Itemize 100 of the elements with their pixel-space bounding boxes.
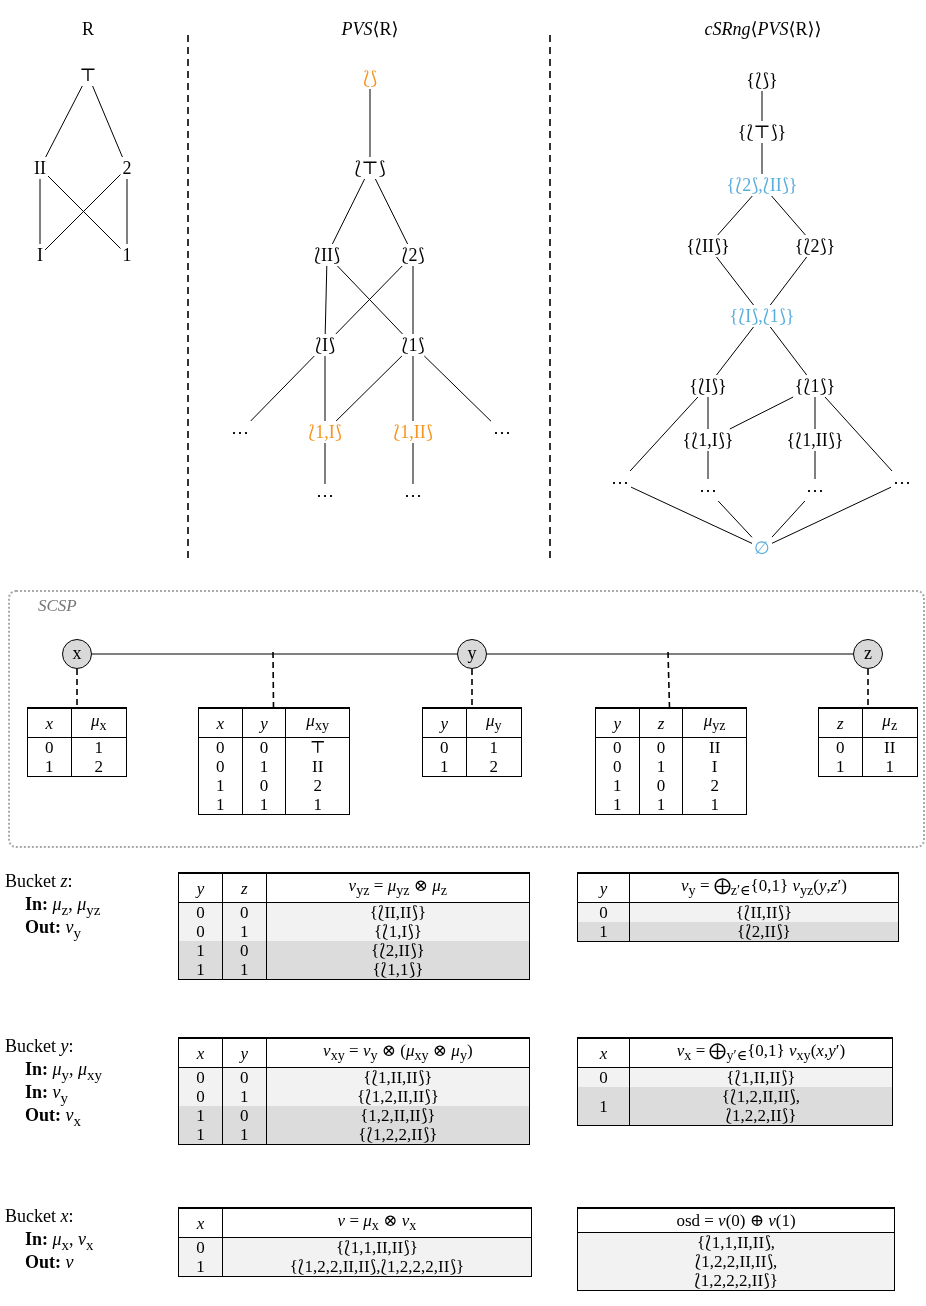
table-cell: 1 xyxy=(595,795,640,815)
table-cell-text: {⟅1,1,II,II⟆, ⟅1,2,2,II,II⟆, ⟅1,2,2,2,II⟆} xyxy=(693,1233,779,1290)
table-cell: 1 xyxy=(682,795,747,815)
table-cell: 1 xyxy=(242,795,286,815)
factor-table xyxy=(178,1207,532,1278)
table-cell: 1 xyxy=(285,795,350,815)
table-cell: {⟅1,1⟆} xyxy=(266,960,530,980)
lattice-element: ⟅II⟆ xyxy=(312,244,342,266)
lattice-element: ⋯ xyxy=(609,471,631,493)
order-line xyxy=(630,486,753,544)
table-cell: {⟅1,2,2,II⟆} xyxy=(266,1125,530,1145)
column-heading: cSRng⟨PVS⟨R⟩⟩ xyxy=(704,18,822,40)
order-line xyxy=(250,355,315,422)
order-line xyxy=(707,450,709,480)
order-line xyxy=(412,355,414,422)
factor-table xyxy=(577,872,899,943)
lattice-element: ⋯ xyxy=(491,421,513,443)
lattice-element: ⋯ xyxy=(804,479,826,501)
factor-table xyxy=(178,872,530,981)
table-cell: 1 xyxy=(577,922,630,942)
group-title: SCSP xyxy=(38,596,77,616)
lattice-element: ⊤ xyxy=(77,64,99,86)
lattice-element: ⋯ xyxy=(402,484,424,506)
order-line xyxy=(374,178,409,245)
order-line xyxy=(771,500,806,538)
factor-table xyxy=(198,707,350,816)
lattice-element: {⟅⟆} xyxy=(744,69,780,91)
dashed-connector xyxy=(272,651,275,709)
order-line xyxy=(707,396,709,430)
lattice-element: {⟅I⟆} xyxy=(687,375,729,397)
lattice-element: {⟅2⟆} xyxy=(792,235,838,257)
bucket-input-line: In: ν$_{y}$ xyxy=(25,1082,68,1108)
lattice-element: {⟅⊤⟆} xyxy=(735,121,789,143)
lattice-element: {⟅I⟆,⟅1⟆} xyxy=(727,305,797,327)
lattice-element: {⟅1,II⟆} xyxy=(784,429,846,451)
factor-table xyxy=(178,1037,530,1146)
dashed-connector xyxy=(667,651,671,709)
table-cell: 1 xyxy=(222,960,267,980)
table-cell: 2 xyxy=(466,757,522,777)
order-line xyxy=(39,178,41,245)
lattice-element: ⋯ xyxy=(891,471,913,493)
table-cell: 1 xyxy=(222,1125,267,1145)
order-line xyxy=(717,195,753,236)
table-cell: 1 xyxy=(818,757,863,777)
bucket-output-line: Out: ν$_{x}$ xyxy=(25,1105,81,1131)
dashed-connector xyxy=(76,668,78,708)
lattice-element: II xyxy=(32,157,48,179)
lattice-element: 2 xyxy=(120,157,134,179)
order-line xyxy=(324,442,326,485)
lattice-element: ⟅⟆ xyxy=(361,67,379,89)
lattice-element: {⟅II⟆} xyxy=(684,235,732,257)
lattice-element: {⟅2⟆,⟅II⟆} xyxy=(724,174,800,196)
variable-node: x xyxy=(62,639,92,669)
table-cell: 1 xyxy=(577,1087,630,1126)
table-cell-text: {⟅1,2,II,II⟆, ⟅1,2,2,II⟆} xyxy=(720,1087,801,1126)
order-line xyxy=(761,142,763,175)
table-cell: 1 xyxy=(178,1125,223,1145)
order-line xyxy=(771,486,892,544)
factor-table xyxy=(577,1207,895,1291)
dashed-connector xyxy=(471,668,473,708)
table-cell: 1 xyxy=(639,795,683,815)
lattice-element: ⟅1,II⟆ xyxy=(391,421,435,443)
lattice-element: ⟅1,I⟆ xyxy=(306,421,344,443)
order-line xyxy=(412,442,414,485)
lattice-element: {⟅1,I⟆} xyxy=(680,429,736,451)
factor-table xyxy=(595,707,747,816)
group-frame xyxy=(8,590,925,848)
table-cell: 1 xyxy=(422,757,467,777)
order-line xyxy=(335,355,403,422)
lattice-element: ⋯ xyxy=(229,421,251,443)
variable-node: z xyxy=(853,639,883,669)
order-line xyxy=(771,195,806,236)
order-line xyxy=(716,326,754,376)
order-line xyxy=(814,396,816,430)
table-cell: 1 xyxy=(198,795,243,815)
lattice-element: ⋯ xyxy=(314,484,336,506)
lattice-element: ⟅⊤⟆ xyxy=(352,157,388,179)
lattice-element: 1 xyxy=(120,244,134,266)
bucket-heading: Bucket x: xyxy=(5,1205,74,1227)
order-line xyxy=(729,396,794,430)
table-cell: 1 xyxy=(178,960,223,980)
bucket-heading: Bucket y: xyxy=(5,1035,74,1057)
lattice-element: {⟅1⟆} xyxy=(792,375,838,397)
table-cell: 1 xyxy=(178,1257,223,1277)
order-line xyxy=(324,265,328,335)
factor-table xyxy=(818,707,918,778)
lattice-element: ⟅1⟆ xyxy=(399,334,427,356)
lattice-element: ⋯ xyxy=(697,479,719,501)
table-cell: 2 xyxy=(71,757,127,777)
connector-line xyxy=(486,653,854,655)
order-line xyxy=(761,90,763,122)
order-line xyxy=(629,396,699,472)
bucket-heading: Bucket z: xyxy=(5,870,73,892)
bucket-input-line: In: μ$_{y}$, μ$_{xy}$ xyxy=(25,1058,103,1085)
column-heading: R xyxy=(82,18,94,40)
order-line xyxy=(824,396,893,472)
variable-node: y xyxy=(457,639,487,669)
column-heading: PVS⟨R⟩ xyxy=(341,18,399,40)
table-cell: {⟅1,2,2,II,II⟆,⟅1,2,2,2,II⟆} xyxy=(222,1257,532,1277)
connector-line xyxy=(91,653,458,655)
